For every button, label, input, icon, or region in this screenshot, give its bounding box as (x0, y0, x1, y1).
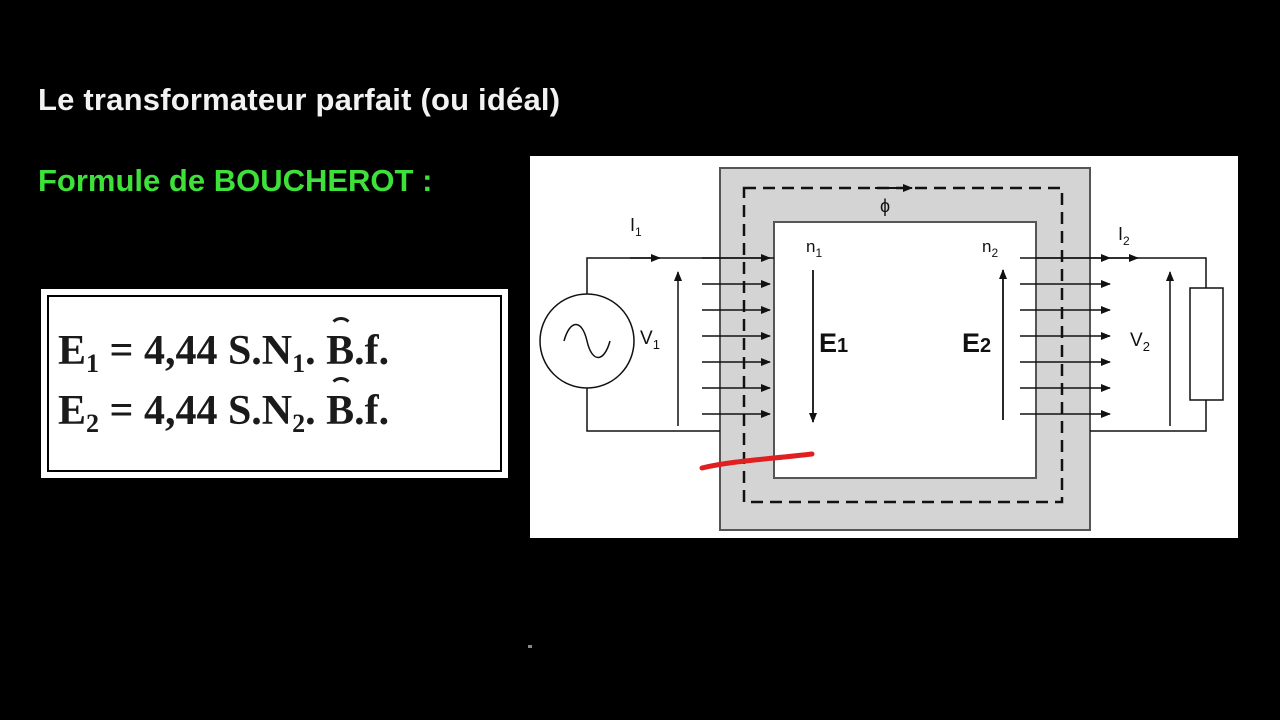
formula-e1-lhs-sub: 1 (86, 349, 100, 378)
i1-label: I1 (630, 215, 642, 239)
formula-e1-eq: = 4,44 S.N (99, 328, 293, 374)
formula-heading: Formule de BOUCHEROT : (38, 163, 433, 198)
formula-e1-dot: . (305, 328, 327, 374)
formula-box: E1 = 4,44 S.N1. B.f. E2 = 4,44 S.N2. B.f… (41, 289, 508, 478)
v1-label: V1 (640, 328, 660, 352)
formula-e1-b-hat: B (326, 317, 355, 374)
e2-label: E2 (962, 328, 991, 358)
magnetic-core (719, 167, 1091, 531)
n1-label: n1 (806, 237, 822, 260)
formula-e2-rest: .f. (354, 388, 390, 434)
formula-frame (47, 295, 502, 472)
i2-label: I2 (1118, 224, 1130, 248)
formula-e1: E1 = 4,44 S.N1. B.f. (58, 317, 390, 378)
formula-e1-rest: .f. (354, 328, 390, 374)
red-annotation-mark (699, 451, 815, 471)
formula-e2-lhs: E (58, 388, 87, 434)
page-title: Le transformateur parfait (ou idéal) (38, 82, 561, 117)
formula-e2-b-hat: B (326, 377, 355, 434)
formula-e1-n-sub: 1 (292, 349, 306, 378)
v2-label: V2 (1130, 330, 1150, 354)
formula-e2: E2 = 4,44 S.N2. B.f. (58, 377, 390, 438)
load-resistor (1189, 287, 1224, 401)
formula-e1-lhs: E (58, 328, 87, 374)
stray-mark (528, 645, 532, 648)
transformer-diagram: ϕ I1 V1 n1 E1 n2 E2 I2 V2 (530, 156, 1238, 538)
transformer-svg: ϕ I1 V1 n1 E1 n2 E2 I2 V2 (539, 167, 1224, 531)
formula-e2-n-sub: 2 (292, 409, 306, 438)
e1-label: E1 (819, 328, 848, 358)
secondary-wire (1036, 257, 1207, 288)
formula-e2-lhs-sub: 2 (86, 409, 100, 438)
primary-return-wire (586, 388, 720, 432)
formula-e2-dot: . (305, 388, 327, 434)
phi-label: ϕ (880, 196, 890, 216)
sine-icon (563, 323, 611, 359)
secondary-return-wire (1090, 400, 1207, 432)
formula-e2-eq: = 4,44 S.N (99, 388, 293, 434)
primary-winding (702, 254, 771, 418)
n2-label: n2 (982, 237, 998, 260)
